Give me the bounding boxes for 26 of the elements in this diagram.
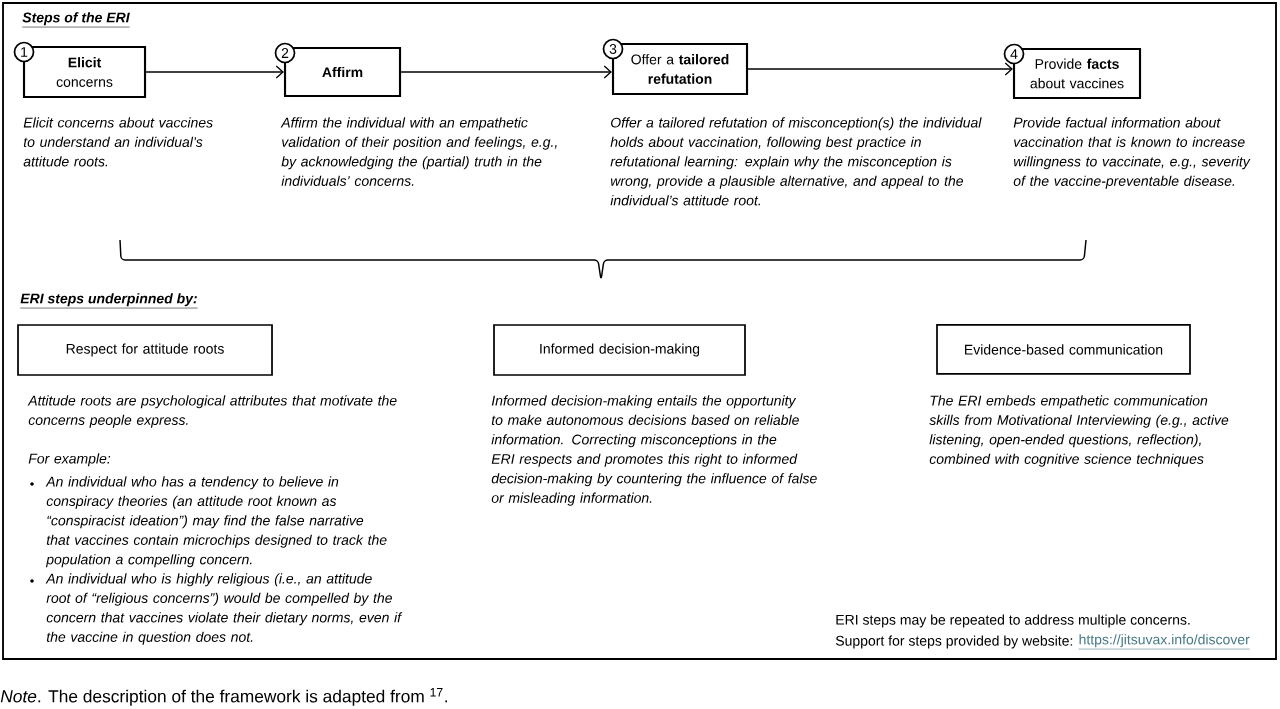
description: For example: bbox=[28, 453, 111, 467]
step-number: 1 bbox=[13, 41, 35, 63]
link: https://jitsuvax.info/discover bbox=[1078, 634, 1251, 650]
description: Informed decision-making entails the opportunity to make autonomous decisions based on reliable information. Correcting misconceptions in the ERI respects and promotes this right to informed decision-making by countering the influence of false or misleading information. bbox=[491, 395, 817, 506]
description: Offer a tailored refutation of misconception(s) the individual holds about vaccination, following best practice in refutational learning: explain why the misconception is wrong, provide a plausible alternative, and appeal to the individual’s attitude root. bbox=[610, 117, 982, 206]
step-number: 4 bbox=[1003, 43, 1025, 65]
principle-box: Informed decision-making bbox=[493, 324, 746, 376]
note: ERI steps may be repeated to address multiple concerns. bbox=[836, 614, 1190, 628]
bullet-item: An individual who has a tendency to believe in conspiracy theories (an attitude root known as “conspiracist ideation”) may find the false narrative that vaccines contain microchips designed to track the population a compelling concern. bbox=[45, 476, 387, 568]
principle-box: Respect for attitude roots bbox=[17, 324, 273, 376]
description: Provide factual information about vaccination that is known to increase willingness to vaccinate, e.g., severity of the vaccine-preventable disease. bbox=[1013, 117, 1251, 189]
bullet-item: An individual who is highly religious (i.e., an attitude root of “religious concerns”) would be compelled by the concern that vaccines violate their dietary norms, even if the vaccine in question does not. bbox=[45, 573, 403, 645]
description: Elicit concerns about vaccines to understand an individual’s attitude roots. bbox=[23, 117, 213, 167]
description: Attitude roots are psychological attributes that motivate the concerns people express. bbox=[27, 395, 397, 428]
step-number: 2 bbox=[274, 42, 296, 64]
note: Support for steps provided by website: bbox=[835, 635, 1073, 649]
heading: Steps of the ERI bbox=[22, 12, 130, 28]
arrow bbox=[747, 62, 1013, 76]
caption: Note. The description of the framework is adapted from $^{17}$. bbox=[0, 688, 448, 706]
heading: ERI steps underpinned by: bbox=[20, 293, 198, 309]
arrow bbox=[400, 65, 612, 79]
step-number: 3 bbox=[602, 38, 624, 60]
principle-box: Evidence-based communication bbox=[936, 324, 1191, 375]
arrow bbox=[145, 65, 284, 79]
description: Affirm the individual with an empathetic validation of their position and feelings, e.g., by acknowledging the (partial) truth in the individuals’ concerns. bbox=[280, 117, 557, 186]
description: The ERI embeds empathetic communication skills from Motivational Interviewing (e.g., active listening, open-ended questions, reflection), combined with cognitive science techniques bbox=[929, 395, 1229, 467]
